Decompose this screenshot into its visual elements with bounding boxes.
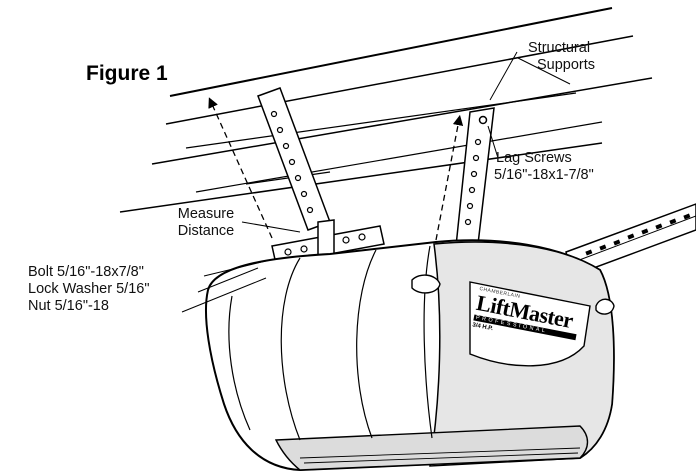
measure-distance-line1: Measure	[177, 206, 235, 222]
left-hanging-bracket	[257, 87, 385, 265]
hardware-nut: Nut 5/16"-18	[28, 298, 109, 314]
measure-distance-line2: Distance	[177, 223, 235, 239]
lag-screws-line2: 5/16"-18x1-7/8"	[494, 167, 594, 183]
opener-motor-unit	[205, 239, 615, 472]
structural-supports-line1: Structural	[528, 40, 591, 56]
lag-screws-line1: Lag Screws	[496, 150, 572, 166]
measure-distance-label: Measure Distance	[170, 206, 242, 240]
hardware-bolt: Bolt 5/16"-18x7/8"	[28, 264, 144, 280]
hardware-label: Bolt 5/16"-18x7/8" Lock Washer 5/16" Nut…	[28, 264, 149, 315]
structural-supports	[119, 7, 653, 213]
lag-screws-label: Lag Screws 5/16"-18x1-7/8"	[494, 150, 594, 184]
measure-arrows	[208, 97, 464, 241]
hardware-lock-washer: Lock Washer 5/16"	[28, 281, 150, 297]
leader-lines	[181, 51, 571, 313]
right-hanging-bracket	[455, 107, 495, 247]
structural-supports-line2: Supports	[537, 57, 596, 73]
structural-supports-label: Structural Supports	[528, 40, 595, 74]
figure-title: Figure 1	[86, 62, 168, 85]
